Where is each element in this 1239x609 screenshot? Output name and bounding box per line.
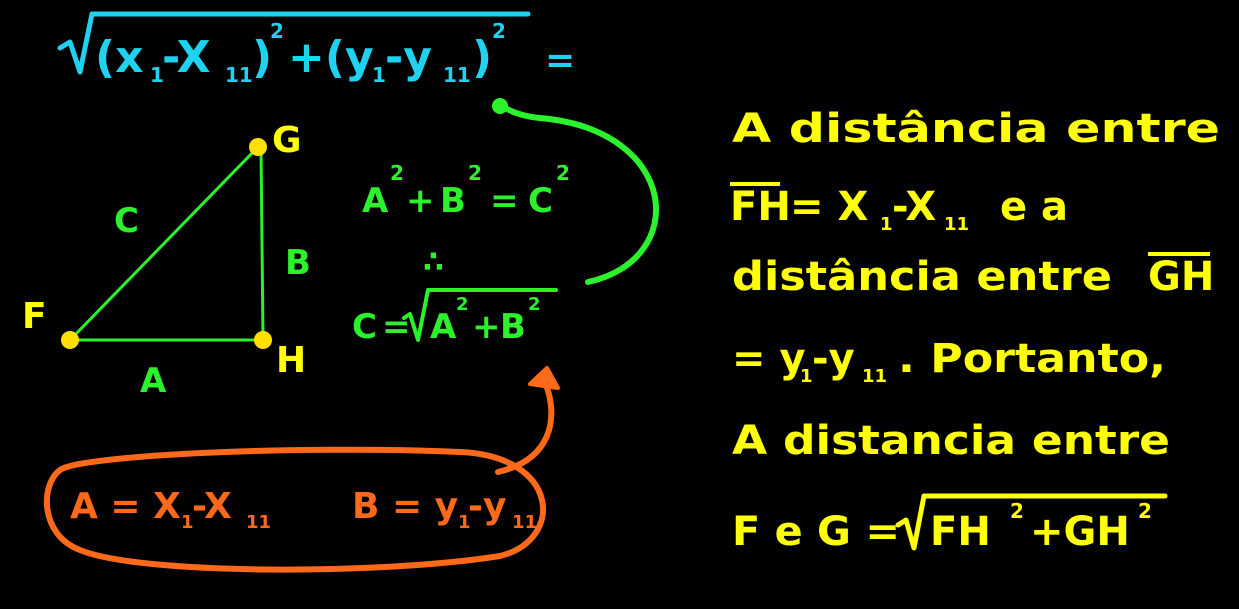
explanation-line-4-sub2: 11: [862, 366, 887, 387]
explanation-line-4-sub1: 1: [800, 366, 813, 387]
side-b-label: B: [285, 243, 311, 283]
hypotenuse-c: [68, 145, 260, 342]
root-equals: =: [382, 307, 411, 347]
pyth-b-exp: 2: [468, 161, 482, 185]
root-b: B: [500, 307, 526, 347]
leg-a-def: A = X: [70, 486, 181, 527]
orange-arrow: [495, 366, 560, 475]
root-radical-sign: [402, 288, 558, 342]
explanation-fh: FH: [730, 184, 791, 230]
root-b-exp: 2: [528, 294, 541, 315]
side-c-label: C: [114, 201, 139, 241]
leg-b-minus: -y: [468, 486, 506, 527]
explanation-line-6-plus: +GH: [1030, 509, 1130, 555]
explanation-line-2-eq: = X: [790, 184, 868, 230]
explanation-line-2-minus: -X: [892, 184, 936, 230]
vertex-f-dot: [61, 331, 79, 349]
leg-b: [259, 146, 265, 341]
pyth-b: B: [440, 181, 466, 221]
explanation-line-6-fh: FH: [930, 509, 991, 555]
root-a: A: [430, 307, 457, 347]
explanation-line-6-exp: 2: [1010, 499, 1024, 523]
legs-definition: A = X 1 -X 11 B = y 1 -y 11: [44, 446, 547, 573]
pyth-equals: =: [490, 181, 519, 221]
vertex-g-label: G: [272, 120, 302, 161]
formula-radical-sign: [57, 11, 531, 75]
explanation-line-4-tail: . Portanto,: [898, 336, 1166, 382]
explanation-line-6-exp2: 2: [1138, 499, 1152, 523]
pyth-c-exp: 2: [556, 161, 570, 185]
green-arrow-head: [492, 98, 508, 114]
formula-minus-x: -X: [162, 32, 211, 83]
vertex-h-label: H: [276, 340, 306, 381]
formula-exp-2: 2: [492, 19, 506, 43]
pyth-a-exp: 2: [390, 161, 404, 185]
leg-b-sub: 1: [458, 512, 471, 533]
right-triangle: F G H A B C: [22, 120, 311, 401]
leg-a-sub: 1: [181, 512, 194, 533]
leg-b-def: B = y: [352, 486, 458, 527]
pyth-plus: +: [406, 181, 435, 221]
leg-b-sub2: 11: [512, 512, 537, 533]
formula-sub-1: 1: [150, 63, 164, 87]
vertex-h-dot: [254, 331, 272, 349]
explanation-line-2-sub2: 11: [944, 214, 969, 235]
explanation-line-1: A distância entre: [732, 106, 1220, 152]
explanation-line-4-minus: -y: [812, 336, 855, 382]
vertex-f-label: F: [22, 296, 47, 337]
therefore-symbol: ∴: [423, 245, 444, 280]
explanation-line-4-eq: = y: [732, 336, 806, 382]
formula-sub-11: 11: [225, 63, 253, 87]
explanation-line-2-sub1: 1: [880, 214, 893, 235]
leg-a-sub2: 11: [246, 512, 271, 533]
root-a-exp: 2: [456, 294, 469, 315]
formula-plus-y: +(y: [288, 32, 374, 83]
orange-arrow-head: [528, 366, 560, 390]
explanation-line-5: A distancia entre: [732, 418, 1170, 464]
explanation-line-3: distância entre: [732, 254, 1112, 300]
formula-close-paren-2: ): [472, 32, 492, 83]
green-arrow: [492, 98, 660, 285]
explanation-line-2-tail: e a: [1000, 184, 1068, 230]
explanation-gh: GH: [1148, 254, 1214, 300]
explanation-radical-sign: [895, 493, 1168, 551]
pyth-c: C: [528, 181, 553, 221]
vertex-g-dot: [249, 138, 267, 156]
side-a-label: A: [140, 361, 167, 401]
pythagorean-theorem: A 2 + B 2 = C 2 ∴ C = A 2 + B 2: [352, 161, 570, 347]
formula-minus-y: -y: [385, 32, 432, 83]
formula-exp-1: 2: [270, 19, 284, 43]
distance-formula: (x 1 -X 11 ) 2 +(y 1 -y 11 ) 2 =: [57, 11, 575, 87]
formula-sub-11-y: 11: [443, 63, 471, 87]
formula-equals: =: [545, 40, 575, 81]
orange-ellipse: [44, 446, 547, 573]
formula-close-paren-1: ): [252, 32, 272, 83]
leg-a-minus: -X: [192, 486, 232, 527]
explanation-line-6-start: F e G =: [732, 509, 900, 555]
root-c: C: [352, 307, 377, 347]
pyth-a: A: [362, 181, 389, 221]
explanation: A distância entre FH = X 1 -X 11 e a dis…: [730, 106, 1220, 555]
formula-open-x: (x: [95, 32, 144, 83]
formula-sub-1-y: 1: [372, 63, 386, 87]
root-plus: +: [472, 307, 501, 347]
